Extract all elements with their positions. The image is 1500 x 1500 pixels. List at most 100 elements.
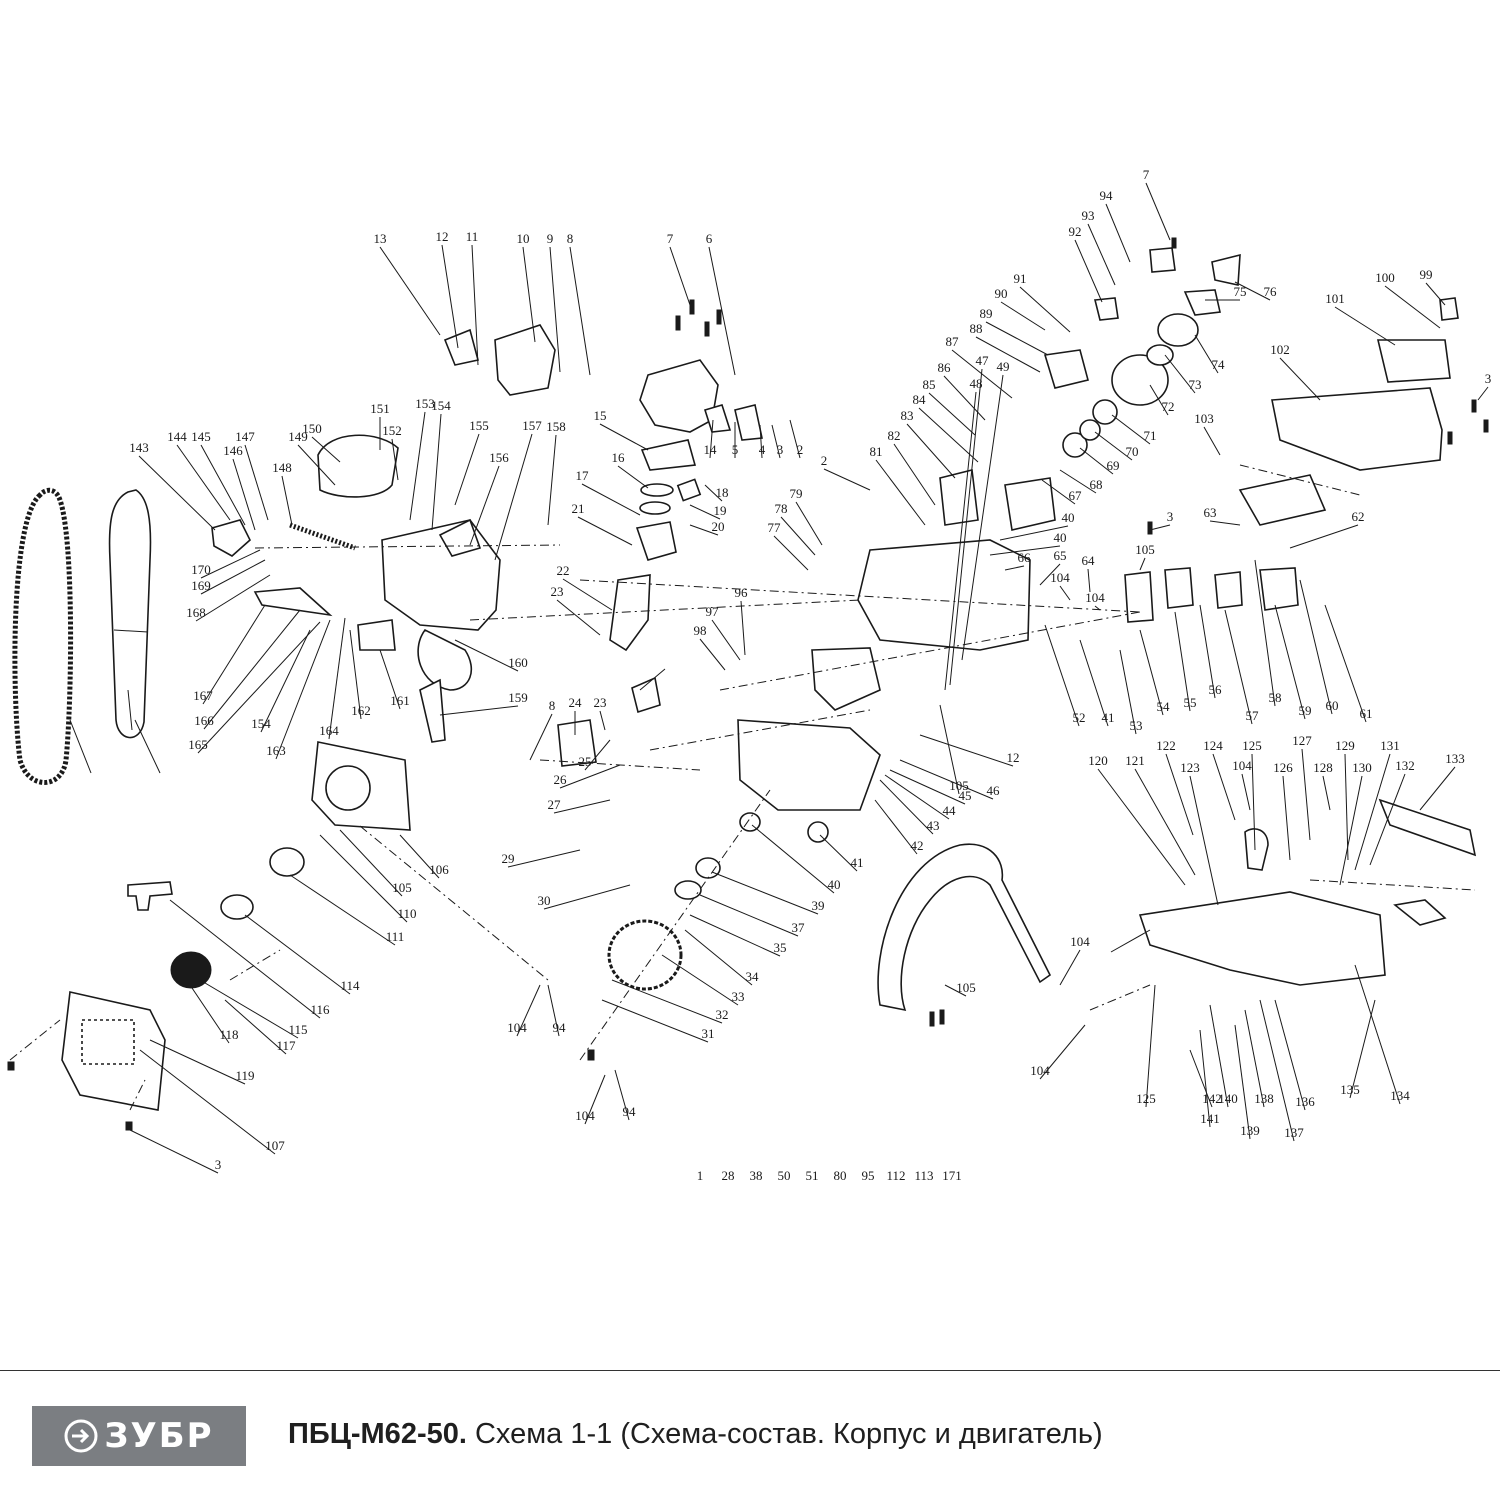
part-number-label: 28 [722,1168,735,1183]
starter-handle [127,881,173,911]
part-number-label: 94 [553,1020,567,1035]
part-number-label: 83 [901,408,914,423]
part-number-label: 35 [774,940,787,955]
starter-cover-vents [81,1019,135,1065]
leader-line [944,984,967,997]
leader-line [1110,929,1151,953]
part-number-label: 73 [1189,377,1202,392]
front-handle-lower [811,647,881,711]
part-number-label: 78 [775,501,788,516]
leader-line [69,719,92,774]
leader-line [1477,386,1489,401]
leader-line [202,604,266,705]
part-number-label: 126 [1273,760,1293,775]
part-number-label: 128 [1313,760,1333,775]
leader-line [244,444,269,521]
fan-housing-opening [325,765,371,811]
seal-37 [695,857,721,879]
leader-line [951,349,1013,399]
part-number-label: 96 [735,585,749,600]
leader-line [689,914,781,957]
part-number-label: 110 [397,906,416,921]
leader-line [529,713,553,761]
leader-line [919,734,1014,767]
part-number-label: 139 [1240,1123,1260,1138]
leader-line [819,834,858,872]
leader-line [581,483,641,516]
leader-line [795,501,823,546]
part-number-label: 32 [716,1007,729,1022]
leader-line [1039,563,1061,586]
part-number-label: 2 [797,442,804,457]
part-number-label: 67 [1069,488,1083,503]
leader-line [669,246,691,306]
part-number-label: 101 [1325,291,1345,306]
leader-line [454,639,519,672]
leader-line [1087,568,1091,593]
part-number-label: 135 [1340,1082,1360,1097]
leader-line [494,433,533,561]
bracket-52 [1124,571,1154,623]
leader-line [875,459,926,526]
leader-line [879,779,934,835]
leader-line [1087,223,1116,286]
leader-line [893,443,936,506]
part-number-label: 115 [288,1022,307,1037]
piston [635,521,677,561]
part-number-label: 63 [1204,505,1217,520]
part-number-label: 142 [1202,1091,1222,1106]
leader-line [1119,649,1137,735]
leader-line [1282,775,1291,861]
arrow-logo-icon [64,1419,98,1453]
leader-line [469,465,500,546]
leader-line [949,368,983,686]
crankshaft [609,574,651,652]
leader-line [569,246,591,376]
leader-line [874,799,918,855]
part-number-label: 132 [1395,758,1415,773]
part-number-label: 58 [1269,690,1282,705]
part-number-label: 99 [1420,267,1433,282]
part-number-label: 105 [1135,542,1155,557]
part-number-label: 20 [712,519,725,534]
part-number-label: 71 [1144,428,1157,443]
part-number-label: 104 [1030,1063,1050,1078]
leader-line [614,1069,630,1121]
leader-line [1019,286,1071,333]
leader-line [134,719,161,774]
leader-line [1079,639,1109,727]
brake-band-guide [253,587,333,617]
muffler-gasket [703,404,732,433]
part-number-label: 159 [508,690,528,705]
leader-line [1111,414,1151,445]
leader-line [689,524,719,536]
part-number-label: 80 [834,1168,847,1183]
part-number-label: 24 [569,695,583,710]
chain-brake-lever [211,519,251,557]
leader-line [1165,753,1194,836]
part-number-label: 104 [1085,590,1105,605]
part-number-label: 114 [340,978,360,993]
part-number-label: 81 [870,444,883,459]
leader-line [711,871,819,915]
part-number-label: 25 [579,754,592,769]
part-number-label: 54 [1157,699,1171,714]
part-number-label: 158 [546,419,566,434]
part-number-label: 119 [235,1068,254,1083]
part-number-label: 29 [502,851,515,866]
leader-line [1094,431,1133,461]
leader-line [1189,775,1219,906]
part-number-label: 146 [223,443,243,458]
part-number-label: 2 [821,453,828,468]
part-number-label: 155 [469,418,489,433]
piston-pin [676,478,702,502]
part-number-label: 125 [1136,1091,1156,1106]
part-number-label: 55 [1184,695,1197,710]
rewind-spring [170,951,212,989]
footer-divider [0,1370,1500,1371]
leader-line [556,599,601,636]
piston-ring [640,483,674,497]
part-number-label: 92 [1069,224,1082,239]
part-number-label: 43 [927,818,940,833]
carburetor-87 [1043,349,1089,389]
